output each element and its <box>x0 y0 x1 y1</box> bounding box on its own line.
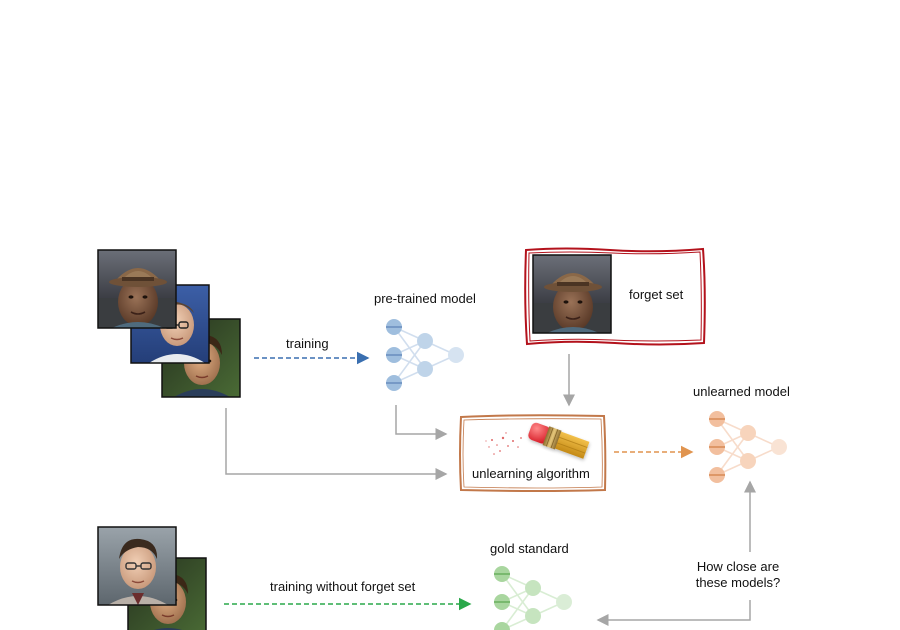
unlearning-algorithm-label: unlearning algorithm <box>472 466 590 481</box>
how-close-line-1: How close are <box>696 559 780 574</box>
gold-standard-label: gold standard <box>490 541 569 556</box>
forget-set-box <box>524 247 706 346</box>
training-photo-stack <box>97 249 241 398</box>
training-label: training <box>286 336 329 351</box>
unlearning-algorithm-box <box>459 414 607 492</box>
pretrained-model-network-icon <box>386 319 464 391</box>
pretrained-to-algorithm-arrow <box>395 405 448 440</box>
eraser-pencil-icon <box>528 422 590 459</box>
how-close-line-2: these models? <box>695 575 781 590</box>
unlearned-model-label: unlearned model <box>693 384 790 399</box>
training-without-forget-set-label: training without forget set <box>270 579 416 594</box>
how-close-question: How close are these models? <box>688 559 788 591</box>
comparison-arrow-to-gold <box>596 600 751 626</box>
retain-photo-stack <box>97 526 207 630</box>
forget-set-label: forget set <box>629 287 684 302</box>
eraser-crumbs <box>485 432 522 455</box>
unlearned-model-network-icon <box>709 411 787 483</box>
training-photo-1 <box>97 249 177 329</box>
data-to-algorithm-arrow <box>225 408 448 480</box>
forget-photo <box>532 254 612 334</box>
retain-photo-1 <box>97 526 177 606</box>
pretrained-model-label: pre-trained model <box>374 291 476 306</box>
gold-standard-network-icon <box>494 566 572 630</box>
